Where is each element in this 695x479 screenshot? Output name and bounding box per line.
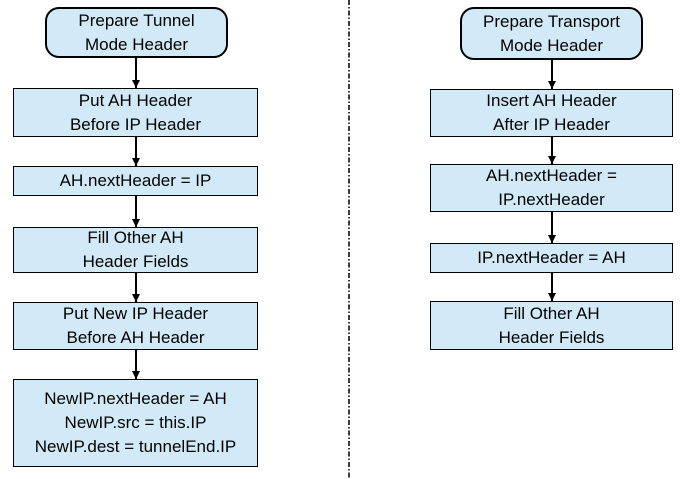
down-arrow: [135, 58, 137, 88]
node-text-line: NewIP.dest = tunnelEnd.IP: [34, 437, 237, 456]
node-put-ah-header-before-ip-header: Put AH Header Before IP Header: [13, 88, 258, 137]
down-arrow: [551, 60, 553, 89]
node-put-new-ip-header-before-ah-header: Put New IP Header Before AH Header: [13, 302, 258, 350]
node-text-line: AH.nextHeader = IP: [59, 171, 212, 190]
node-prepare-tunnel-mode-header: Prepare Tunnel Mode Header: [45, 7, 228, 58]
node-text-line: Fill Other AH: [87, 228, 184, 247]
node-text-line: Mode Header: [499, 35, 603, 55]
node-text-line: Before AH Header: [66, 328, 205, 347]
node-text-line: NewIP.src = this.IP: [64, 413, 207, 432]
down-arrow: [135, 350, 137, 379]
node-text-line: IP.nextHeader: [498, 190, 605, 209]
node-text-line: Insert AH Header: [486, 91, 617, 110]
dash-dot-divider-line: [348, 0, 350, 479]
down-arrow: [551, 137, 553, 164]
node-text-line: After IP Header: [493, 115, 610, 134]
node-text-line: AH.nextHeader =: [486, 166, 617, 185]
down-arrow: [551, 212, 553, 243]
node-text-line: Fill Other AH: [503, 303, 600, 323]
node-text-line: Header Fields: [82, 252, 189, 271]
node-text-line: Mode Header: [84, 34, 188, 54]
node-text-line: Put New IP Header: [62, 304, 209, 323]
node-fill-other-ah-header-fields-transport: Fill Other AH Header Fields: [430, 301, 673, 350]
node-text-line: Put AH Header: [78, 90, 193, 110]
node-ip-nextheader-equals-ah: IP.nextHeader = AH: [430, 243, 673, 273]
node-fill-other-ah-header-fields-tunnel: Fill Other AH Header Fields: [13, 227, 258, 273]
down-arrow: [135, 196, 137, 227]
node-text-line: Prepare Tunnel: [78, 10, 195, 30]
node-newip-field-assignments: NewIP.nextHeader = AH NewIP.src = this.I…: [13, 379, 258, 467]
node-text-line: Before IP Header: [69, 114, 202, 134]
node-text-line: NewIP.nextHeader = AH: [44, 389, 227, 408]
node-ah-nextheader-equals-ip: AH.nextHeader = IP: [13, 166, 258, 196]
node-prepare-transport-mode-header: Prepare Transport Mode Header: [460, 7, 643, 60]
down-arrow: [135, 273, 137, 302]
node-ah-nextheader-equals-ip-nextheader: AH.nextHeader = IP.nextHeader: [430, 164, 673, 212]
down-arrow: [135, 137, 137, 166]
node-insert-ah-header-after-ip-header: Insert AH Header After IP Header: [430, 89, 673, 137]
node-text-line: IP.nextHeader = AH: [477, 248, 626, 267]
down-arrow: [551, 273, 553, 301]
node-text-line: Prepare Transport: [482, 11, 620, 31]
node-text-line: Header Fields: [498, 327, 605, 347]
